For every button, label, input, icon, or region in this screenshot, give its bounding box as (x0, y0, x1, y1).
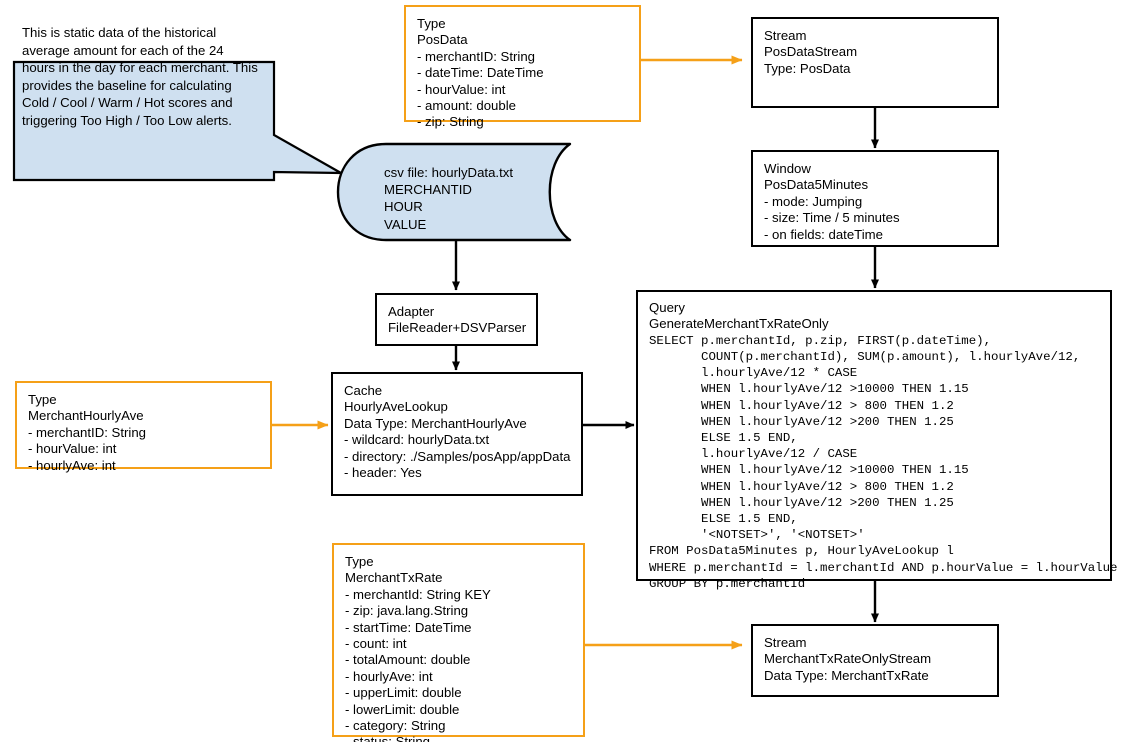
node-stream-merchanttxrateonly[interactable]: Stream MerchantTxRateOnlyStream Data Typ… (751, 624, 999, 697)
node-type-posdata[interactable]: Type PosData - merchantID: String - date… (404, 5, 641, 129)
query-sql-text: SELECT p.merchantId, p.zip, FIRST(p.date… (649, 333, 1118, 591)
cache-hourlyavelookup-label: Cache HourlyAveLookup Data Type: Merchan… (344, 383, 571, 481)
query-header-label: Query GenerateMerchantTxRateOnly (649, 300, 829, 332)
type-merchanthourlyave-label: Type MerchantHourlyAve - merchantID: Str… (28, 392, 146, 473)
node-type-merchanthourlyave[interactable]: Type MerchantHourlyAve - merchantID: Str… (15, 381, 272, 473)
window-posdata5minutes-label: Window PosData5Minutes - mode: Jumping -… (764, 161, 900, 242)
adapter-label: Adapter FileReader+DSVParser (388, 304, 527, 336)
node-query-generatemerchanttxrateonly[interactable]: Query GenerateMerchantTxRateOnly SELECT … (636, 290, 1117, 591)
stream-posdata-label: Stream PosDataStream Type: PosData (764, 28, 858, 76)
callout-static-data-note: This is static data of the historical av… (0, 0, 360, 200)
node-stream-posdata[interactable]: Stream PosDataStream Type: PosData (751, 17, 999, 108)
type-posdata-label: Type PosData - merchantID: String - date… (417, 16, 544, 130)
callout-text: This is static data of the historical av… (22, 25, 258, 128)
type-merchanttxrate-label: Type MerchantTxRate - merchantId: String… (345, 554, 491, 742)
csv-source-label: csv file: hourlyData.txt MERCHANTID HOUR… (384, 165, 513, 232)
stream-merchanttxrateonly-label: Stream MerchantTxRateOnlyStream Data Typ… (764, 635, 932, 683)
node-csv-source[interactable]: csv file: hourlyData.txt MERCHANTID HOUR… (338, 143, 572, 241)
node-window-posdata5minutes[interactable]: Window PosData5Minutes - mode: Jumping -… (751, 150, 999, 247)
node-adapter[interactable]: Adapter FileReader+DSVParser (375, 293, 538, 346)
node-type-merchanttxrate[interactable]: Type MerchantTxRate - merchantId: String… (332, 543, 585, 742)
node-cache-hourlyavelookup[interactable]: Cache HourlyAveLookup Data Type: Merchan… (331, 372, 583, 496)
